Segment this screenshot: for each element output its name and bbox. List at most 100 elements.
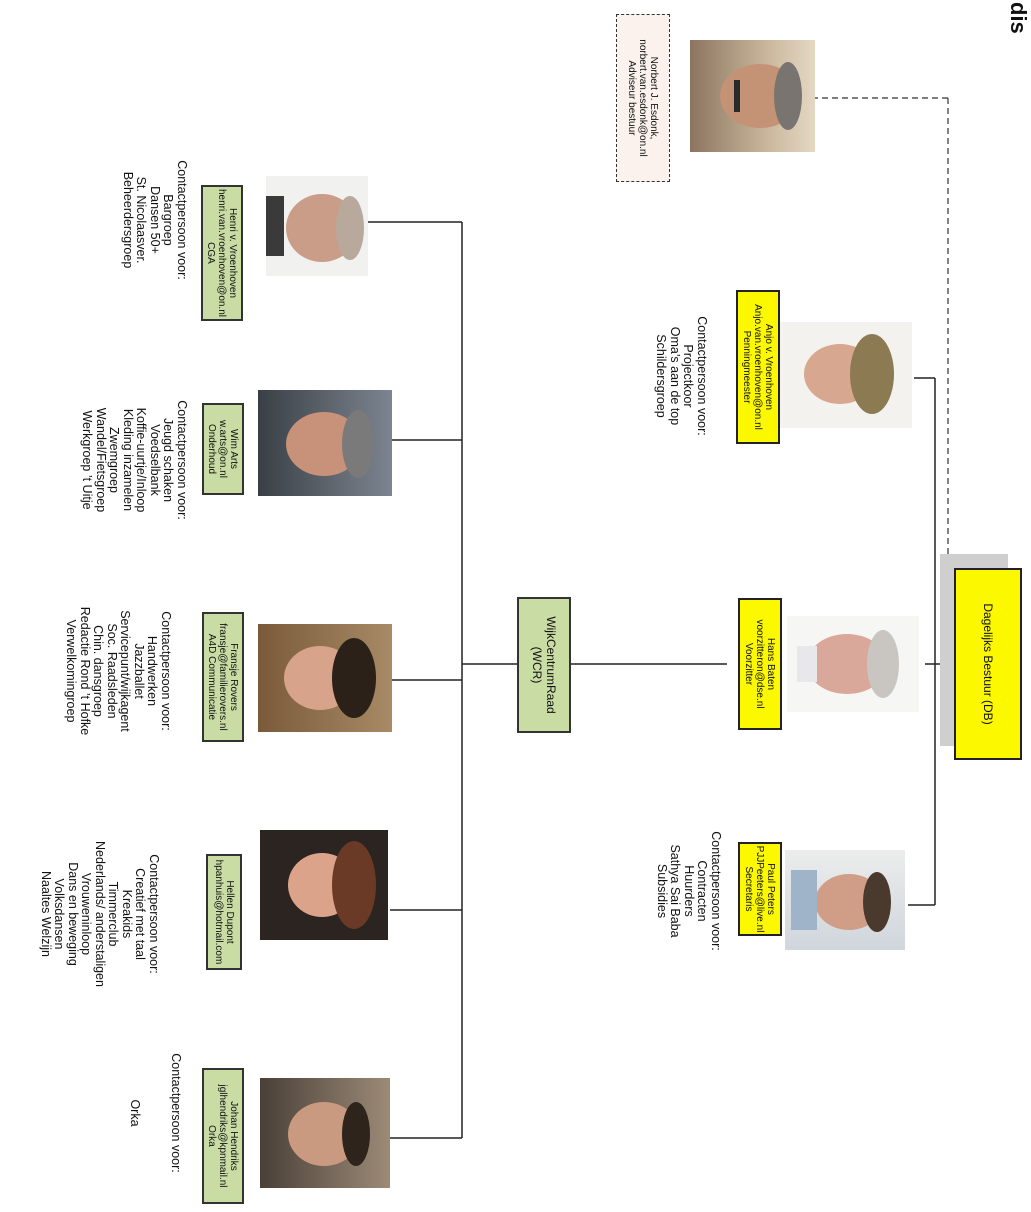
contact-item: Timmerclub [106, 881, 121, 947]
contact-item: Werkgroep ’t Uitje [80, 410, 95, 510]
member-name: Henri v. Vroenhoven [227, 207, 239, 299]
member-name: Hellen Dupont [224, 880, 235, 944]
member-email: hpanhuis@hotmail.com [213, 859, 224, 965]
secretary-box: Paul Peters PJJPeeters@live.nl Secretari… [738, 842, 782, 936]
contact-list-johan: Contactpersoon voor: Orka [128, 1038, 184, 1188]
treasurer-email: Anjo.van.vroenhoven@on.nl [752, 304, 764, 430]
wcr-line1: WijkCentrumRaad [544, 616, 558, 714]
contact-item: Volksdansen [52, 878, 67, 950]
contact-item: Jeugd schaken [161, 417, 176, 503]
advisor-name: Norbert J. Esdonk, [648, 56, 660, 140]
contact-item: Huurders [682, 865, 696, 917]
contact-item: Schildersgroep [654, 334, 669, 418]
contact-item: Redactie Rond ’t Hofke [78, 606, 92, 736]
contact-item: Verwelkomingroep [64, 619, 79, 723]
member-name: Fransje Rovers [228, 643, 240, 711]
contact-item: Dans en beweging [66, 862, 80, 966]
chairman-email: voorzitteron@dse.nl [754, 619, 766, 709]
contact-heading: Contactpersoon voor: [175, 400, 189, 520]
contact-item: Oma’s aan de top [668, 326, 682, 426]
contact-item: Vrouweninloop [79, 872, 94, 956]
contact-heading: Contactpersoon voor: [169, 1053, 183, 1173]
member-role: Orka [206, 1125, 218, 1147]
contact-item: Nederlands/ anderstaligen [93, 841, 107, 987]
daily-board-title: Dagelijks Bestuur (DB) [981, 603, 996, 725]
member-box-henri: Henri v. Vroenhoven henri.van.vroenhoven… [201, 185, 243, 321]
wcr-box: WijkCentrumRaad (WCR) [517, 597, 571, 733]
contact-item: Kleding inzamelen [121, 408, 135, 512]
contact-list-paul: Contactpersoon voor: Contracten Huurders… [655, 806, 723, 976]
member-role: CGA [205, 242, 217, 264]
photo-henri [266, 176, 368, 276]
treasurer-name: Anjo v. Vroenhoven [763, 323, 775, 411]
member-box-hellen: Hellen Dupont hpanhuis@hotmail.com [206, 854, 242, 970]
photo-hans [787, 616, 919, 712]
member-box-wim: Wim Arts w.arts@on.nl Onderhoud [202, 403, 244, 495]
member-box-fransje: Fransje Rovers fransje@familierovers.nl … [202, 612, 244, 742]
contact-heading: Contactpersoon voor: [695, 316, 709, 436]
contact-heading: Contactpersoon voor: [175, 160, 189, 280]
contact-list-henri: Contactpersoon voor: Bargroep Dansen 50+… [121, 150, 189, 290]
photo-paul [785, 850, 905, 950]
photo-norbert [690, 40, 815, 152]
chairman-name: Hans Baten [765, 637, 777, 691]
contact-item: Voedselbank [148, 424, 162, 496]
contact-item: Creatief met taal [133, 868, 148, 960]
contact-item: Servicepunt/wijkagent [118, 610, 133, 732]
contact-item: St. Nicolaasver. [134, 176, 149, 264]
daily-board-box: Dagelijks Bestuur (DB) [954, 568, 1022, 760]
advisor-box: Norbert J. Esdonk, norbert.van.esdonk@on… [616, 14, 670, 182]
contact-item: Orka [128, 1099, 143, 1127]
member-email: fransje@familierovers.nl [217, 623, 229, 731]
contact-item: Beheerdersgroep [121, 171, 135, 269]
contact-item: Kreakids [120, 889, 134, 939]
photo-fransje [258, 624, 392, 732]
advisor-email: norbert.van.esdonk@on.nl [637, 39, 649, 157]
photo-anjo [780, 322, 912, 428]
contact-item: Subsidies [655, 863, 669, 919]
secretary-email: PJJPeeters@live.nl [754, 845, 766, 933]
contact-item: Chin. dansgroep [91, 625, 106, 717]
contact-item: Projectkoor [681, 344, 696, 408]
member-email: w.arts@on.nl [217, 420, 229, 478]
contact-list-hellen: Contactpersoon voor: Creatief met taal K… [39, 808, 161, 1020]
photo-wim [258, 390, 392, 496]
advisor-role: Adviseur bestuur [626, 60, 638, 136]
member-role: A4D Communicatie [206, 633, 218, 721]
contact-list-wim: Contactpersoon voor: Jeugd schaken Voeds… [80, 372, 190, 548]
member-email: henri.van.vroenhoven@on.nl [216, 188, 228, 317]
contact-item: Wandel/Fietsgroep [94, 407, 108, 513]
member-email: jglhendriks@kpnmail.nl [217, 1084, 229, 1188]
contact-list-anjo: Contactpersoon voor: Projectkoor Oma’s a… [654, 306, 710, 446]
contact-item: Bargroep [161, 194, 176, 246]
chairman-box: Hans Baten voorzitteron@dse.nl Voorzitte… [738, 598, 782, 730]
photo-hellen [260, 830, 388, 940]
contact-list-fransje: Contactpersoon voor: Handwerken Jazzball… [64, 588, 174, 754]
contact-item: Koffie-uurtje/Inloop [134, 407, 149, 513]
member-name: Wim Arts [228, 429, 240, 469]
member-box-johan: Johan Hendriks jglhendriks@kpnmail.nl Or… [202, 1068, 244, 1204]
photo-johan [260, 1078, 390, 1188]
wcr-line2: (WCR) [530, 646, 544, 684]
member-role: Onderhoud [206, 423, 218, 475]
contact-item: Zwemgroep [107, 427, 122, 493]
treasurer-box: Anjo v. Vroenhoven Anjo.van.vroenhoven@o… [736, 290, 780, 444]
contact-item: Contracten [695, 860, 710, 922]
secretary-role: Secretaris [743, 866, 755, 912]
contact-item [142, 1038, 156, 1188]
contact-item: Dansen 50+ [148, 186, 162, 254]
page-header-fragment: dis [1006, 2, 1031, 34]
contact-heading: Contactpersoon voor: [147, 854, 161, 974]
contact-item: Naaltes Welzijn [39, 871, 53, 957]
contact-item [155, 1038, 169, 1188]
contact-item: Soc. Raadsleden [105, 623, 119, 719]
secretary-name: Paul Peters [765, 863, 777, 915]
member-name: Johan Hendriks [228, 1101, 240, 1171]
chairman-role: Voorzitter [743, 642, 755, 686]
treasurer-role: Penningmeester [741, 330, 753, 404]
contact-heading: Contactpersoon voor: [709, 831, 723, 951]
contact-heading: Contactpersoon voor: [159, 611, 173, 731]
contact-item: Handwerken [145, 635, 160, 707]
contact-item: Sathya Sai Baba [668, 844, 683, 938]
